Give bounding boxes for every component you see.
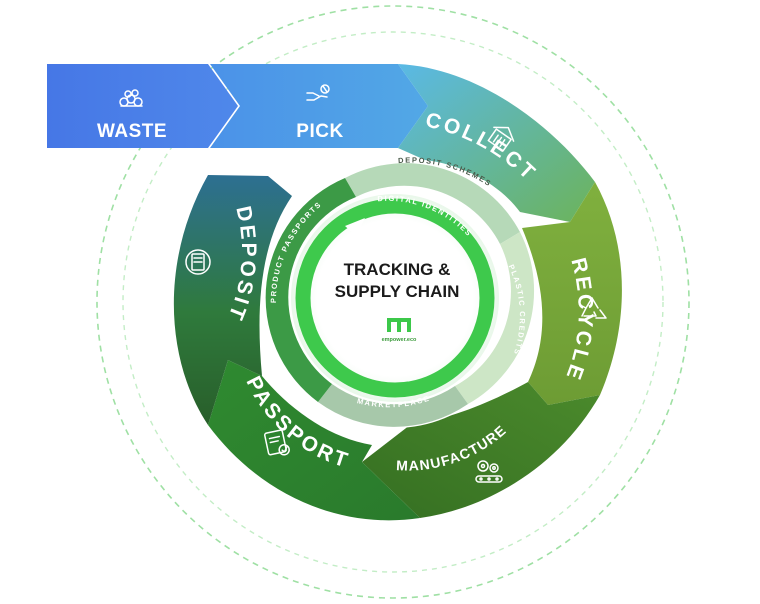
recycle-segment [522, 182, 622, 405]
marketplace-band [318, 384, 468, 427]
waste-pile-icon [119, 89, 143, 107]
middle-dashed-ring [122, 31, 664, 573]
brand-logo-icon [387, 318, 411, 332]
collection-bin-icon [487, 126, 515, 152]
conveyor-gears-icon [475, 460, 503, 483]
deposit-machine-icon [185, 249, 211, 275]
manufacture-segment [362, 382, 600, 518]
pick-arrow [210, 64, 428, 148]
hand-pick-icon [306, 84, 330, 101]
recycle-icon [581, 297, 607, 319]
brand-name: empower.eco [382, 337, 417, 343]
outer-dashed-ring [96, 5, 690, 599]
waste-label: WASTE [97, 121, 167, 142]
passport-certificate-icon [263, 429, 290, 456]
deposit-schemes-band [345, 163, 520, 244]
ring-arrowhead [345, 218, 365, 236]
passport-segment [208, 360, 420, 521]
center-disk [291, 194, 499, 402]
plastic-credits-band [455, 232, 535, 404]
digital-identities-ring [295, 198, 495, 398]
pick-label: PICK [296, 121, 343, 142]
center-title-line1: TRACKING & [344, 260, 451, 279]
collect-segment [398, 64, 595, 222]
deposit-segment [173, 175, 292, 425]
center-title-line2: SUPPLY CHAIN [335, 282, 460, 301]
product-passports-band [265, 178, 356, 402]
